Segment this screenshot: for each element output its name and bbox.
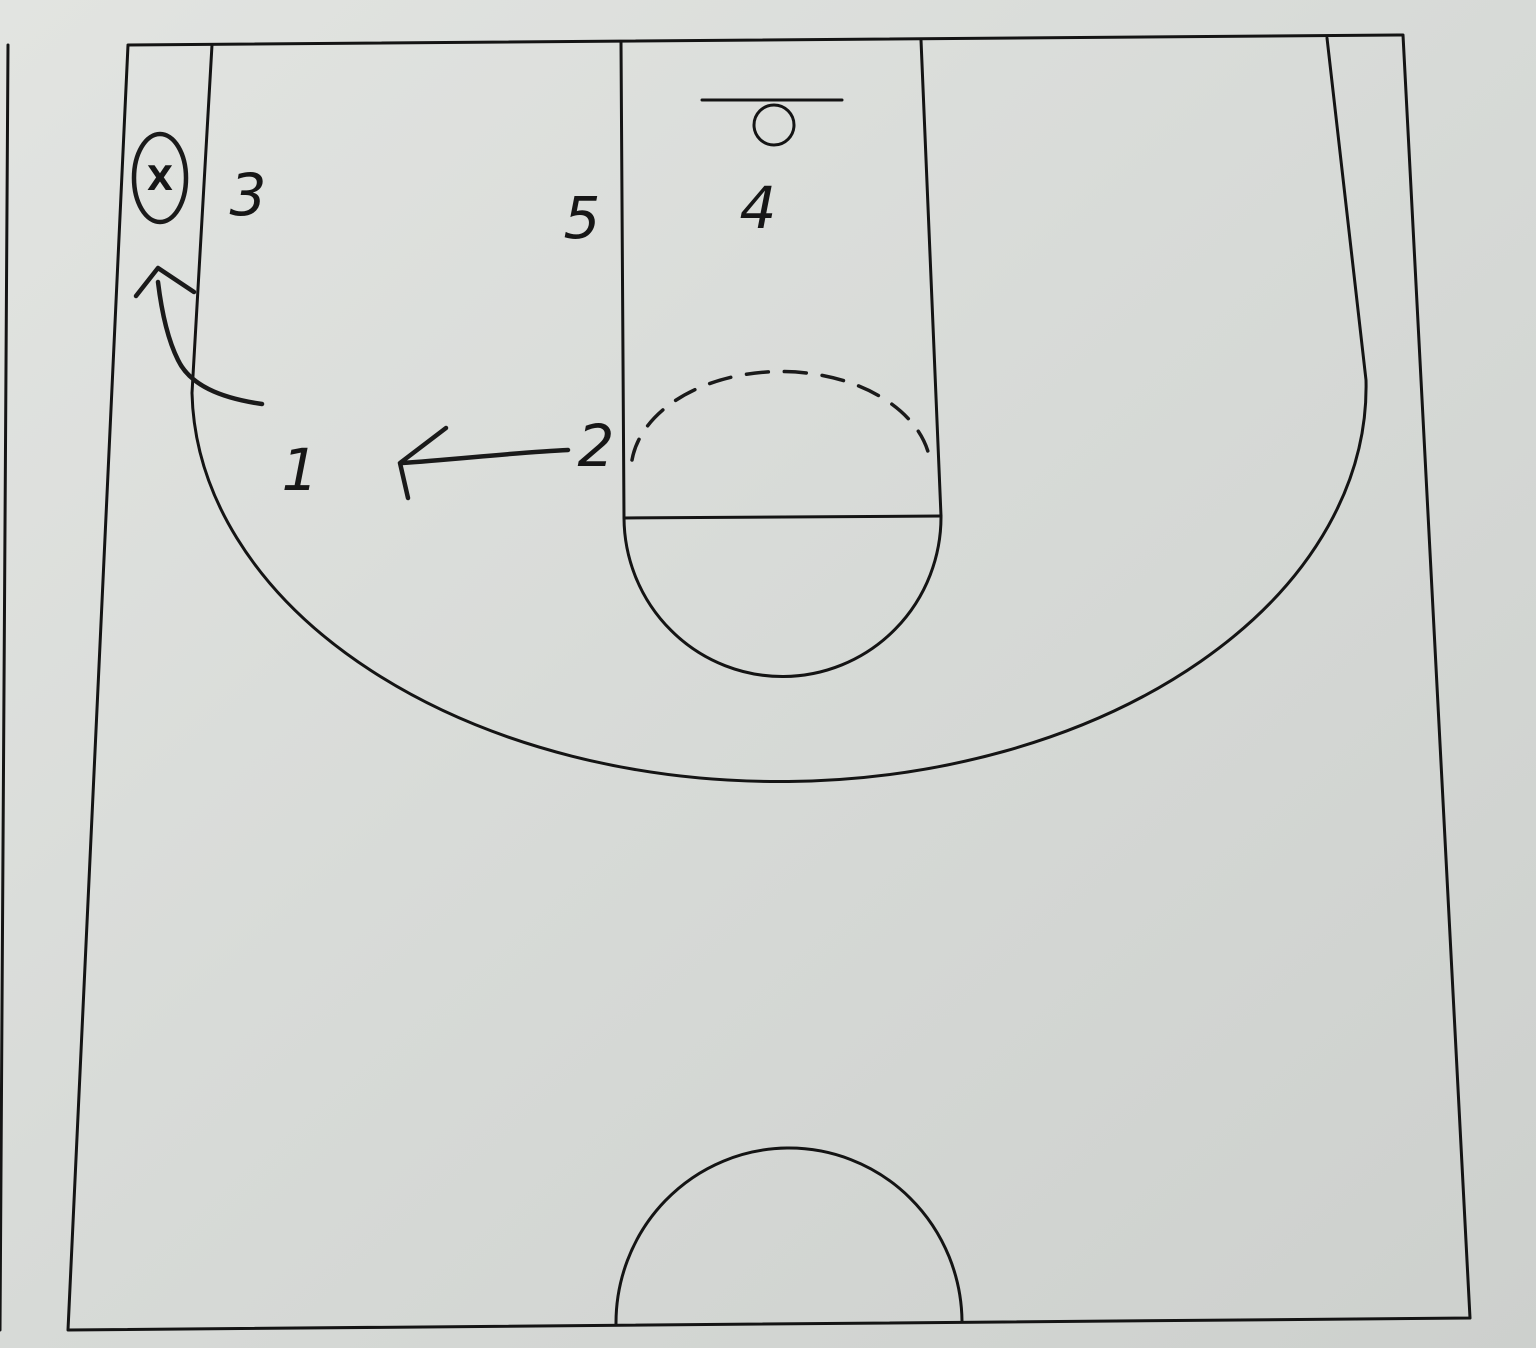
- court-boundary: [66, 33, 1472, 1332]
- free-throw-circle-upper-dashed: [630, 369, 932, 462]
- player-3-label: 3: [230, 161, 267, 229]
- free-throw-line: [622, 514, 943, 520]
- center-circle: [614, 1146, 964, 1327]
- lane-lines: [619, 38, 943, 520]
- defender-marker: X: [131, 131, 189, 225]
- player-5-label: 5: [564, 184, 601, 252]
- basket-rim: [752, 103, 796, 147]
- pass-arrow-2-to-1: [397, 425, 571, 501]
- cut-path: [155, 279, 265, 407]
- free-throw-circle-lower: [622, 514, 943, 679]
- cut-arrowhead: [133, 265, 197, 299]
- player-1-cut-arrow: [133, 265, 265, 407]
- defender-x-label: X: [147, 159, 173, 199]
- player-4-label: 4: [740, 174, 777, 242]
- player-2-label: 2: [578, 412, 615, 480]
- defender-circle: [131, 131, 189, 225]
- player-1-label: 1: [282, 436, 319, 504]
- adjacent-diagram-edge: [0, 43, 10, 1332]
- three-point-line: [190, 36, 1368, 783]
- pass-arrowhead: [397, 425, 449, 501]
- pass-path: [399, 447, 571, 466]
